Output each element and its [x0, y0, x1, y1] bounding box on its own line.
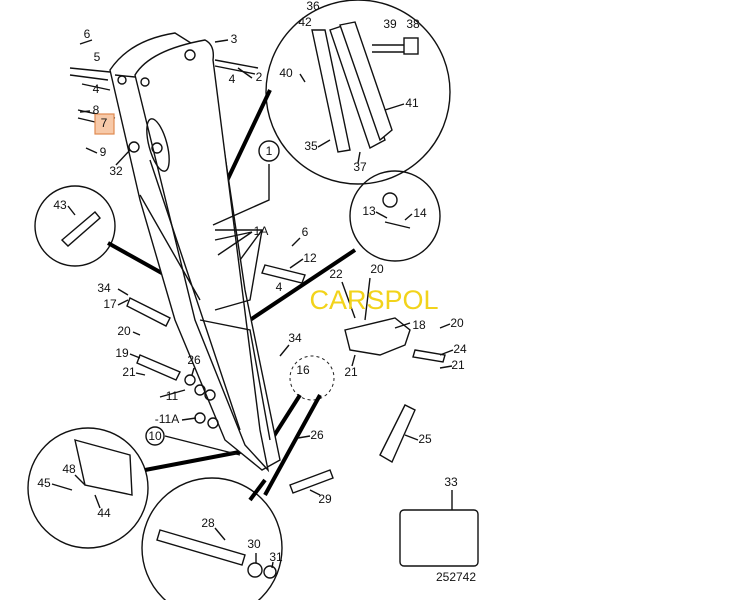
part-label[interactable]: 12: [303, 251, 317, 265]
callout-circle-10: [145, 426, 165, 446]
part-label[interactable]: 14: [413, 206, 427, 220]
highlighted-label-box: [94, 113, 115, 135]
part-label[interactable]: -11A: [155, 412, 179, 426]
part-label[interactable]: 25: [418, 432, 432, 446]
connector-line: [263, 394, 322, 496]
part-label[interactable]: 24: [453, 342, 467, 356]
part-label[interactable]: 33: [444, 475, 458, 489]
part-label[interactable]: 4: [276, 280, 283, 294]
part-label[interactable]: 21: [122, 365, 136, 379]
part-label[interactable]: 6: [84, 27, 91, 41]
part-label[interactable]: 3: [231, 32, 238, 46]
part-label[interactable]: 4: [229, 72, 236, 86]
part-label[interactable]: 4: [93, 82, 100, 96]
part-label[interactable]: 43: [53, 198, 67, 212]
part-label[interactable]: 16: [296, 363, 310, 377]
connector-line: [223, 89, 272, 186]
detail-circle-wear-pads: [265, 0, 451, 185]
part-label[interactable]: 29: [318, 492, 332, 506]
part-label[interactable]: 9: [100, 145, 107, 159]
part-label[interactable]: 1A: [254, 224, 269, 238]
detail-circle-16: [289, 355, 335, 401]
part-label[interactable]: 26: [187, 353, 201, 367]
part-label[interactable]: 32: [109, 164, 123, 178]
part-label[interactable]: 6: [302, 225, 309, 239]
part-33-box: [399, 509, 479, 567]
part-label[interactable]: 1: [266, 144, 273, 158]
part-label[interactable]: 31: [269, 550, 283, 564]
drawing-number: 252742: [436, 570, 476, 584]
detail-circle-pin-43: [34, 185, 116, 267]
part-label[interactable]: 20: [450, 316, 464, 330]
part-label[interactable]: 20: [117, 324, 131, 338]
part-label[interactable]: 37: [353, 160, 367, 174]
part-label[interactable]: 21: [344, 365, 358, 379]
watermark: CARSPOL: [309, 285, 438, 315]
detail-circle-13-14: [349, 170, 441, 262]
part-label[interactable]: 20: [370, 262, 384, 276]
parts-sketches: [60, 21, 446, 579]
part-label[interactable]: 17: [103, 297, 117, 311]
part-label[interactable]: 30: [247, 537, 261, 551]
part-label[interactable]: 18: [412, 318, 426, 332]
part-label-highlighted[interactable]: 7: [101, 116, 108, 130]
part-label[interactable]: 8: [93, 103, 100, 117]
part-label[interactable]: 36: [306, 0, 320, 13]
part-labels: 6 5 4 8 7 9 32 3 4 2 36 42 39 38 40 41 3…: [37, 0, 467, 564]
part-label[interactable]: 34: [288, 331, 302, 345]
boom-arm: [109, 32, 281, 473]
part-label[interactable]: 26: [310, 428, 324, 442]
part-label[interactable]: 21: [451, 358, 465, 372]
part-label[interactable]: 28: [201, 516, 215, 530]
leader-lines: [51, 39, 454, 569]
part-label[interactable]: 19: [115, 346, 129, 360]
connector-line: [248, 248, 357, 322]
part-label[interactable]: 38: [406, 17, 420, 31]
connector-line: [248, 478, 267, 502]
part-label[interactable]: 22: [329, 267, 343, 281]
part-label[interactable]: 34: [97, 281, 111, 295]
part-label[interactable]: 11: [166, 389, 179, 403]
part-label[interactable]: 39: [383, 17, 397, 31]
callout-circle-1: [258, 140, 280, 162]
part-label[interactable]: 41: [405, 96, 419, 110]
part-label[interactable]: 45: [37, 476, 51, 490]
part-label[interactable]: 48: [62, 462, 76, 476]
part-label[interactable]: 40: [279, 66, 293, 80]
part-label[interactable]: 42: [298, 15, 312, 29]
part-label[interactable]: 44: [97, 506, 111, 520]
part-label[interactable]: 10: [148, 429, 162, 443]
detail-circle-28: [141, 477, 283, 600]
part-label[interactable]: 35: [304, 139, 318, 153]
part-label[interactable]: 5: [94, 50, 101, 64]
detail-circle-44: [27, 427, 149, 549]
part-label[interactable]: 13: [362, 204, 376, 218]
part-label[interactable]: 2: [256, 70, 263, 84]
